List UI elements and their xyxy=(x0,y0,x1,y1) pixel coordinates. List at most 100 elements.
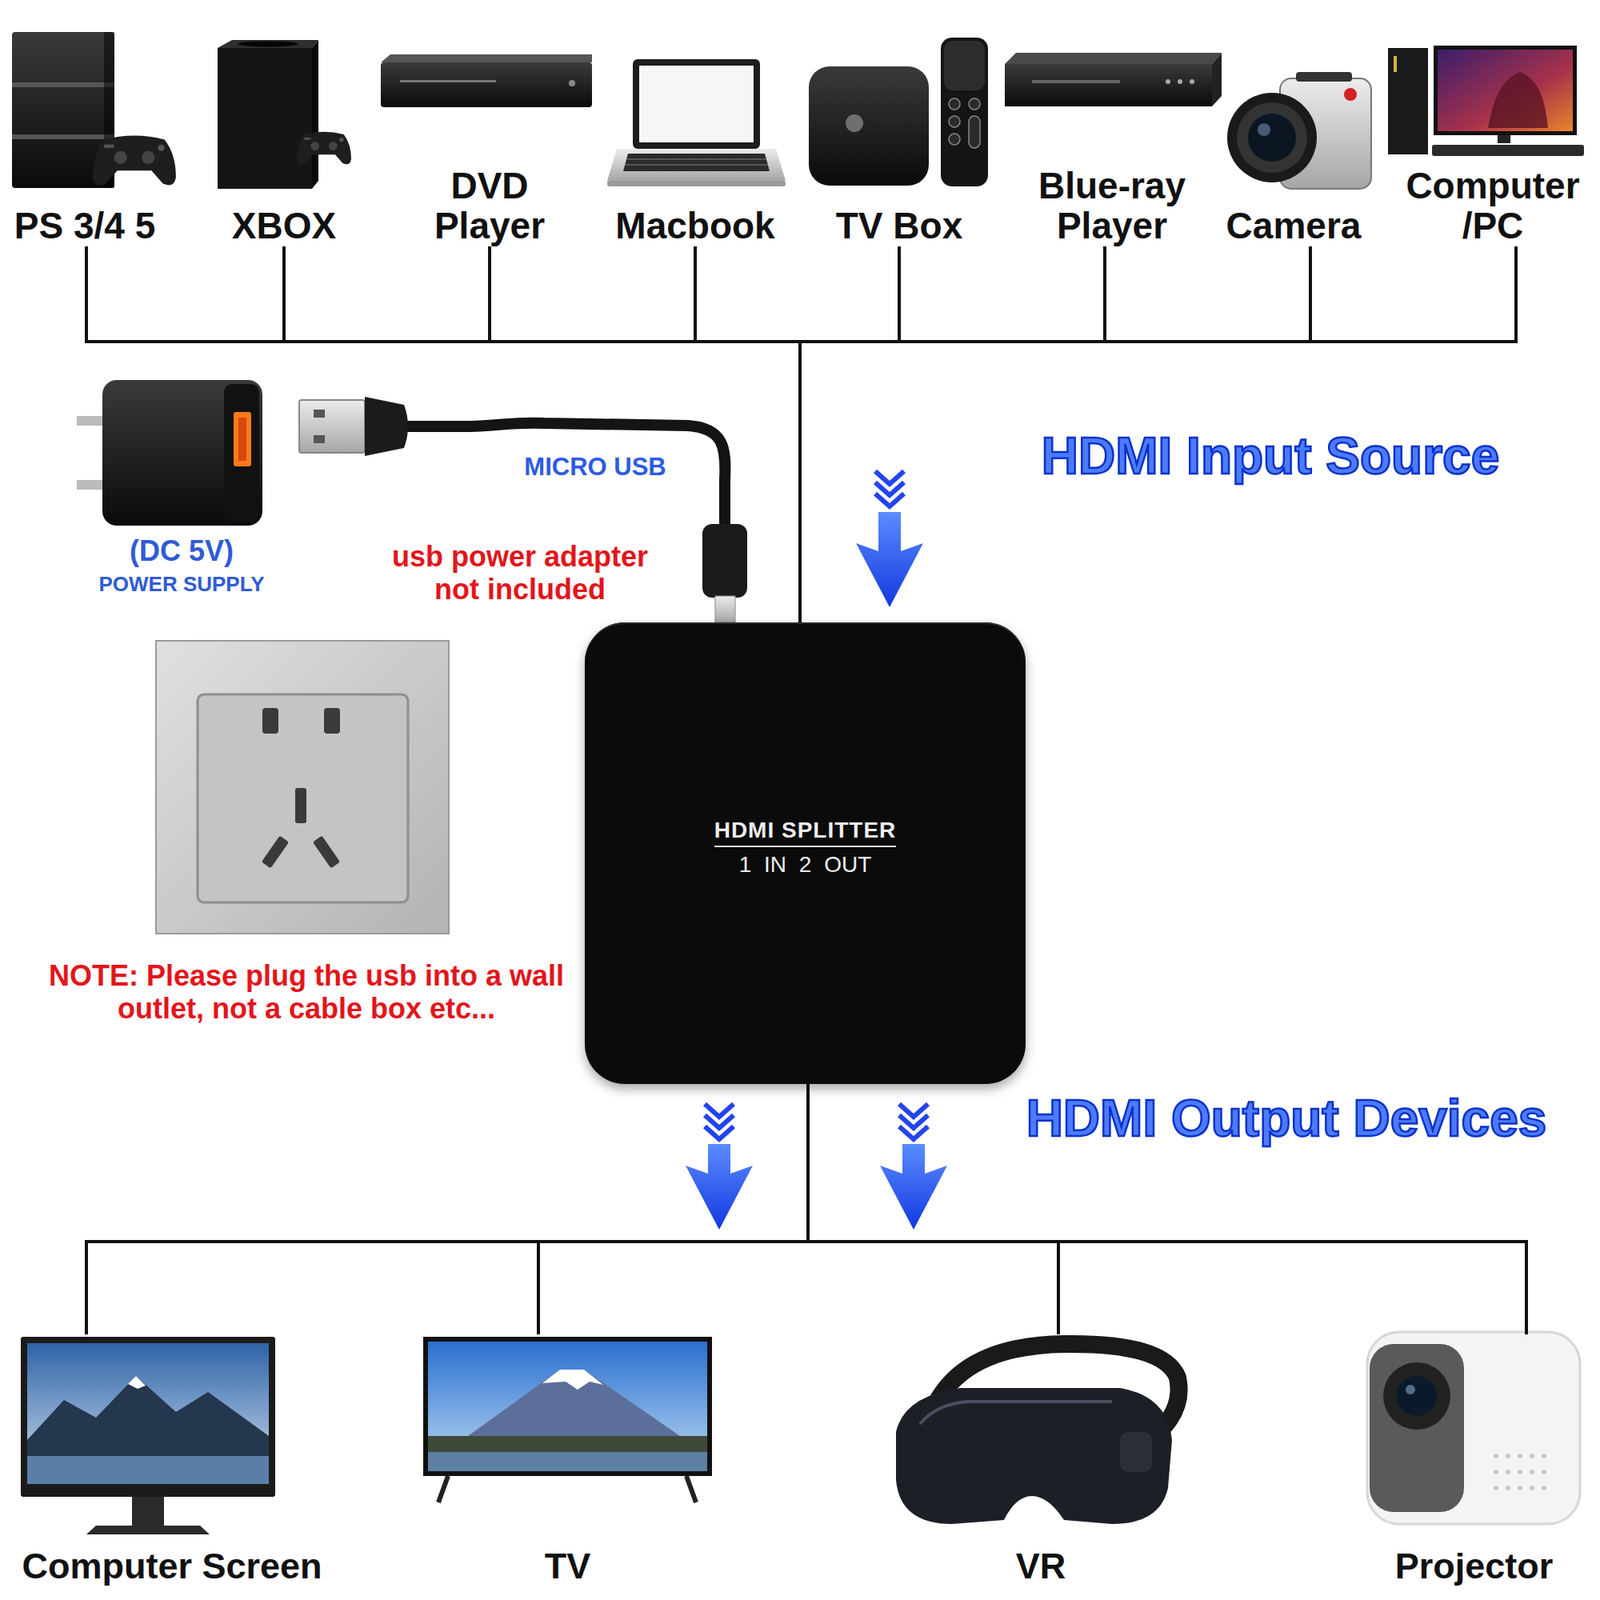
arrow-chevron xyxy=(875,471,904,484)
arrow-body xyxy=(856,512,924,608)
arrow-chevron xyxy=(899,1115,928,1128)
source-device: Macbook xyxy=(607,205,784,247)
socket-hole xyxy=(295,788,307,824)
dvd-player xyxy=(380,54,592,108)
source-device: DVD Player xyxy=(409,165,570,247)
remote-button xyxy=(948,133,960,145)
port-spec: 1 IN 2 OUT xyxy=(739,852,872,878)
console-body xyxy=(217,48,312,189)
key-row xyxy=(626,158,767,160)
output-device: Projector xyxy=(1360,1334,1588,1588)
camera-top xyxy=(1296,72,1352,82)
usb-cable xyxy=(299,396,748,623)
screen-lake xyxy=(27,1456,269,1484)
speaker-dot xyxy=(1493,1453,1499,1459)
device-label: TV xyxy=(544,1545,592,1588)
usb-port xyxy=(233,412,252,467)
speaker-dot xyxy=(1517,1485,1523,1491)
wall-socket xyxy=(156,640,449,934)
arrow-body xyxy=(685,1144,753,1230)
direction-arrow xyxy=(856,471,924,608)
lens-glass xyxy=(1248,113,1296,162)
connector-line xyxy=(695,246,800,623)
adapter-prong xyxy=(76,480,106,490)
remote-button xyxy=(968,98,980,110)
source-device: Camera xyxy=(1213,205,1374,247)
source-device: Computer /PC xyxy=(1398,165,1588,247)
socket-hole xyxy=(261,836,289,869)
monitor-frame xyxy=(20,1336,276,1497)
vr-body xyxy=(896,1388,1172,1524)
source-device: TV Box xyxy=(819,205,980,247)
remote-button xyxy=(968,116,980,148)
desktop-computer xyxy=(1388,45,1584,156)
socket-hole xyxy=(312,836,340,869)
output-device: VR xyxy=(892,1334,1189,1588)
speaker-dot xyxy=(1505,1485,1511,1491)
projector-lens xyxy=(1383,1362,1451,1430)
player-button xyxy=(1177,79,1183,84)
monitor-base xyxy=(86,1525,210,1535)
source-device: Blue-ray Player xyxy=(1028,165,1196,247)
arrow-body xyxy=(880,1144,948,1230)
laptop-lid xyxy=(632,59,760,149)
adapter-prong xyxy=(76,416,106,426)
vr-headset xyxy=(896,1344,1180,1524)
pc-tower xyxy=(1388,48,1428,155)
screen-mountains xyxy=(27,1376,269,1456)
bluray-player xyxy=(1004,52,1222,107)
console-groove xyxy=(12,134,115,140)
tv-leg xyxy=(686,1476,696,1503)
computer-monitor xyxy=(20,1336,276,1535)
box-body xyxy=(808,66,929,186)
connector-line xyxy=(284,246,800,623)
socket-hole xyxy=(324,708,340,734)
connector-line xyxy=(808,1084,1059,1335)
source-device: PS 3/4 5 xyxy=(6,205,164,247)
player-button xyxy=(1165,79,1171,84)
player-top xyxy=(380,54,592,63)
speaker-dot xyxy=(1541,1469,1547,1475)
device-label: DVD Player xyxy=(409,165,570,247)
connector-line xyxy=(800,246,900,623)
speaker-dot xyxy=(1529,1485,1535,1491)
tv-mountain xyxy=(468,1369,680,1436)
cable-wire xyxy=(404,423,725,528)
lens-glare xyxy=(1257,123,1271,136)
tv-ground xyxy=(428,1436,708,1472)
vr-highlight xyxy=(920,1401,1112,1424)
speaker-dot xyxy=(1529,1453,1535,1459)
device-label: Blue-ray Player xyxy=(1028,165,1196,247)
adapter-face xyxy=(224,384,260,522)
disc-slot xyxy=(1032,80,1120,84)
disc-slot xyxy=(400,80,496,83)
device-label: PS 3/4 5 xyxy=(14,205,156,247)
device-label: Projector xyxy=(1395,1545,1554,1588)
arrow-chevron xyxy=(899,1104,928,1117)
socket-hole xyxy=(262,708,279,734)
vr-pad xyxy=(1120,1432,1152,1472)
splitter-box: HDMI SPLITTER1 IN 2 OUT xyxy=(584,622,1026,1084)
speaker-dot xyxy=(1493,1469,1499,1475)
connector-line xyxy=(86,246,800,623)
source-device: XBOX xyxy=(204,205,364,247)
usb-a-hole xyxy=(313,409,325,418)
game-controller xyxy=(92,135,176,185)
monitor-neck xyxy=(132,1496,164,1526)
lens-ring xyxy=(1236,102,1308,173)
usb-a-metal xyxy=(299,400,365,453)
section-heading: HDMI Input Source xyxy=(1041,427,1500,487)
remote-body xyxy=(940,37,988,187)
micro-usb-tip xyxy=(715,596,736,623)
laptop-base xyxy=(607,148,786,181)
supply-label: POWER SUPPLY xyxy=(98,572,264,597)
monitor-frame xyxy=(1433,45,1577,136)
remote-touchpad xyxy=(944,40,985,91)
device-label: Computer /PC xyxy=(1398,165,1588,247)
player-top xyxy=(1004,52,1222,64)
camera-record xyxy=(1344,88,1357,101)
console-top xyxy=(217,40,319,48)
speaker-dot xyxy=(1505,1469,1511,1475)
adapter-body xyxy=(102,380,263,526)
